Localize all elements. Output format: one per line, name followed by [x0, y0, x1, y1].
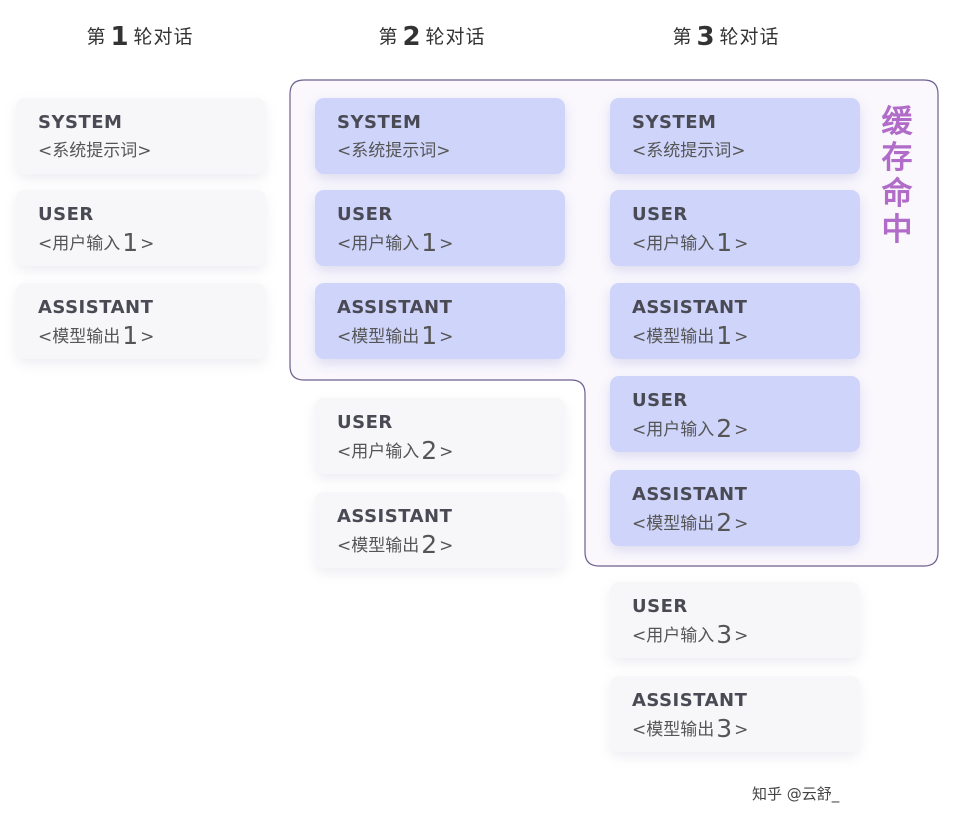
card-role: ASSISTANT: [632, 297, 748, 318]
card-desc: <模型输出2>: [632, 508, 749, 537]
cache-hit-char: 存: [881, 140, 913, 176]
cache-hit-char: 中: [881, 212, 913, 248]
column-title-suffix: 轮对话: [425, 26, 486, 48]
card-assistant-cached: ASSISTANT <模型输出1>: [610, 283, 860, 359]
card-user-cached: USER <用户输入2>: [610, 376, 860, 452]
column-title-suffix: 轮对话: [719, 26, 780, 48]
column-title-number: 1: [110, 22, 130, 52]
card-role: USER: [337, 204, 393, 225]
card-role: SYSTEM: [632, 112, 717, 133]
column-title-number: 2: [402, 22, 422, 52]
card-role: ASSISTANT: [632, 690, 748, 711]
card-role: ASSISTANT: [632, 484, 748, 505]
column-title-prefix: 第: [378, 26, 399, 48]
card-role: USER: [632, 204, 688, 225]
card-desc: <模型输出2>: [337, 530, 454, 559]
card-system-cached: SYSTEM <系统提示词>: [315, 98, 565, 174]
card-desc: <用户输入1>: [632, 228, 749, 257]
card-role: USER: [38, 204, 94, 225]
column-title-prefix: 第: [86, 26, 107, 48]
card-role: ASSISTANT: [337, 506, 453, 527]
card-role: SYSTEM: [337, 112, 422, 133]
card-role: USER: [632, 390, 688, 411]
card-desc: <用户输入1>: [337, 228, 454, 257]
column-title-prefix: 第: [672, 26, 693, 48]
card-user: USER <用户输入3>: [610, 582, 860, 658]
card-desc: <用户输入2>: [337, 436, 454, 465]
card-desc: <用户输入1>: [38, 228, 155, 257]
card-desc: <系统提示词>: [38, 141, 152, 161]
card-assistant-cached: ASSISTANT <模型输出1>: [315, 283, 565, 359]
card-assistant: ASSISTANT <模型输出1>: [16, 283, 266, 359]
card-assistant: ASSISTANT <模型输出2>: [315, 492, 565, 568]
card-desc: <用户输入2>: [632, 414, 749, 443]
column-title-suffix: 轮对话: [133, 26, 194, 48]
card-role: ASSISTANT: [337, 297, 453, 318]
card-user-cached: USER <用户输入1>: [610, 190, 860, 266]
card-desc: <模型输出1>: [38, 321, 155, 350]
card-assistant: ASSISTANT <模型输出3>: [610, 676, 860, 752]
card-desc: <模型输出1>: [337, 321, 454, 350]
cache-hit-char: 命: [881, 176, 913, 212]
card-role: ASSISTANT: [38, 297, 154, 318]
card-system: SYSTEM <系统提示词>: [16, 98, 266, 174]
cache-hit-char: 缓: [881, 104, 913, 140]
card-role: USER: [632, 596, 688, 617]
card-user: USER <用户输入1>: [16, 190, 266, 266]
card-desc: <系统提示词>: [337, 141, 451, 161]
watermark-text: 知乎 @云舒_: [752, 785, 840, 803]
card-role: USER: [337, 412, 393, 433]
card-user-cached: USER <用户输入1>: [315, 190, 565, 266]
card-desc: <模型输出3>: [632, 714, 749, 743]
cache-hit-label: 缓 存 命 中: [877, 104, 917, 248]
card-assistant-cached: ASSISTANT <模型输出2>: [610, 470, 860, 546]
card-desc: <用户输入3>: [632, 620, 749, 649]
card-desc: <模型输出1>: [632, 321, 749, 350]
watermark: 知乎 @云舒_: [752, 783, 839, 804]
card-role: SYSTEM: [38, 112, 123, 133]
column-title-number: 3: [696, 22, 716, 52]
card-user: USER <用户输入2>: [315, 398, 565, 474]
card-desc: <系统提示词>: [632, 141, 746, 161]
card-system-cached: SYSTEM <系统提示词>: [610, 98, 860, 174]
